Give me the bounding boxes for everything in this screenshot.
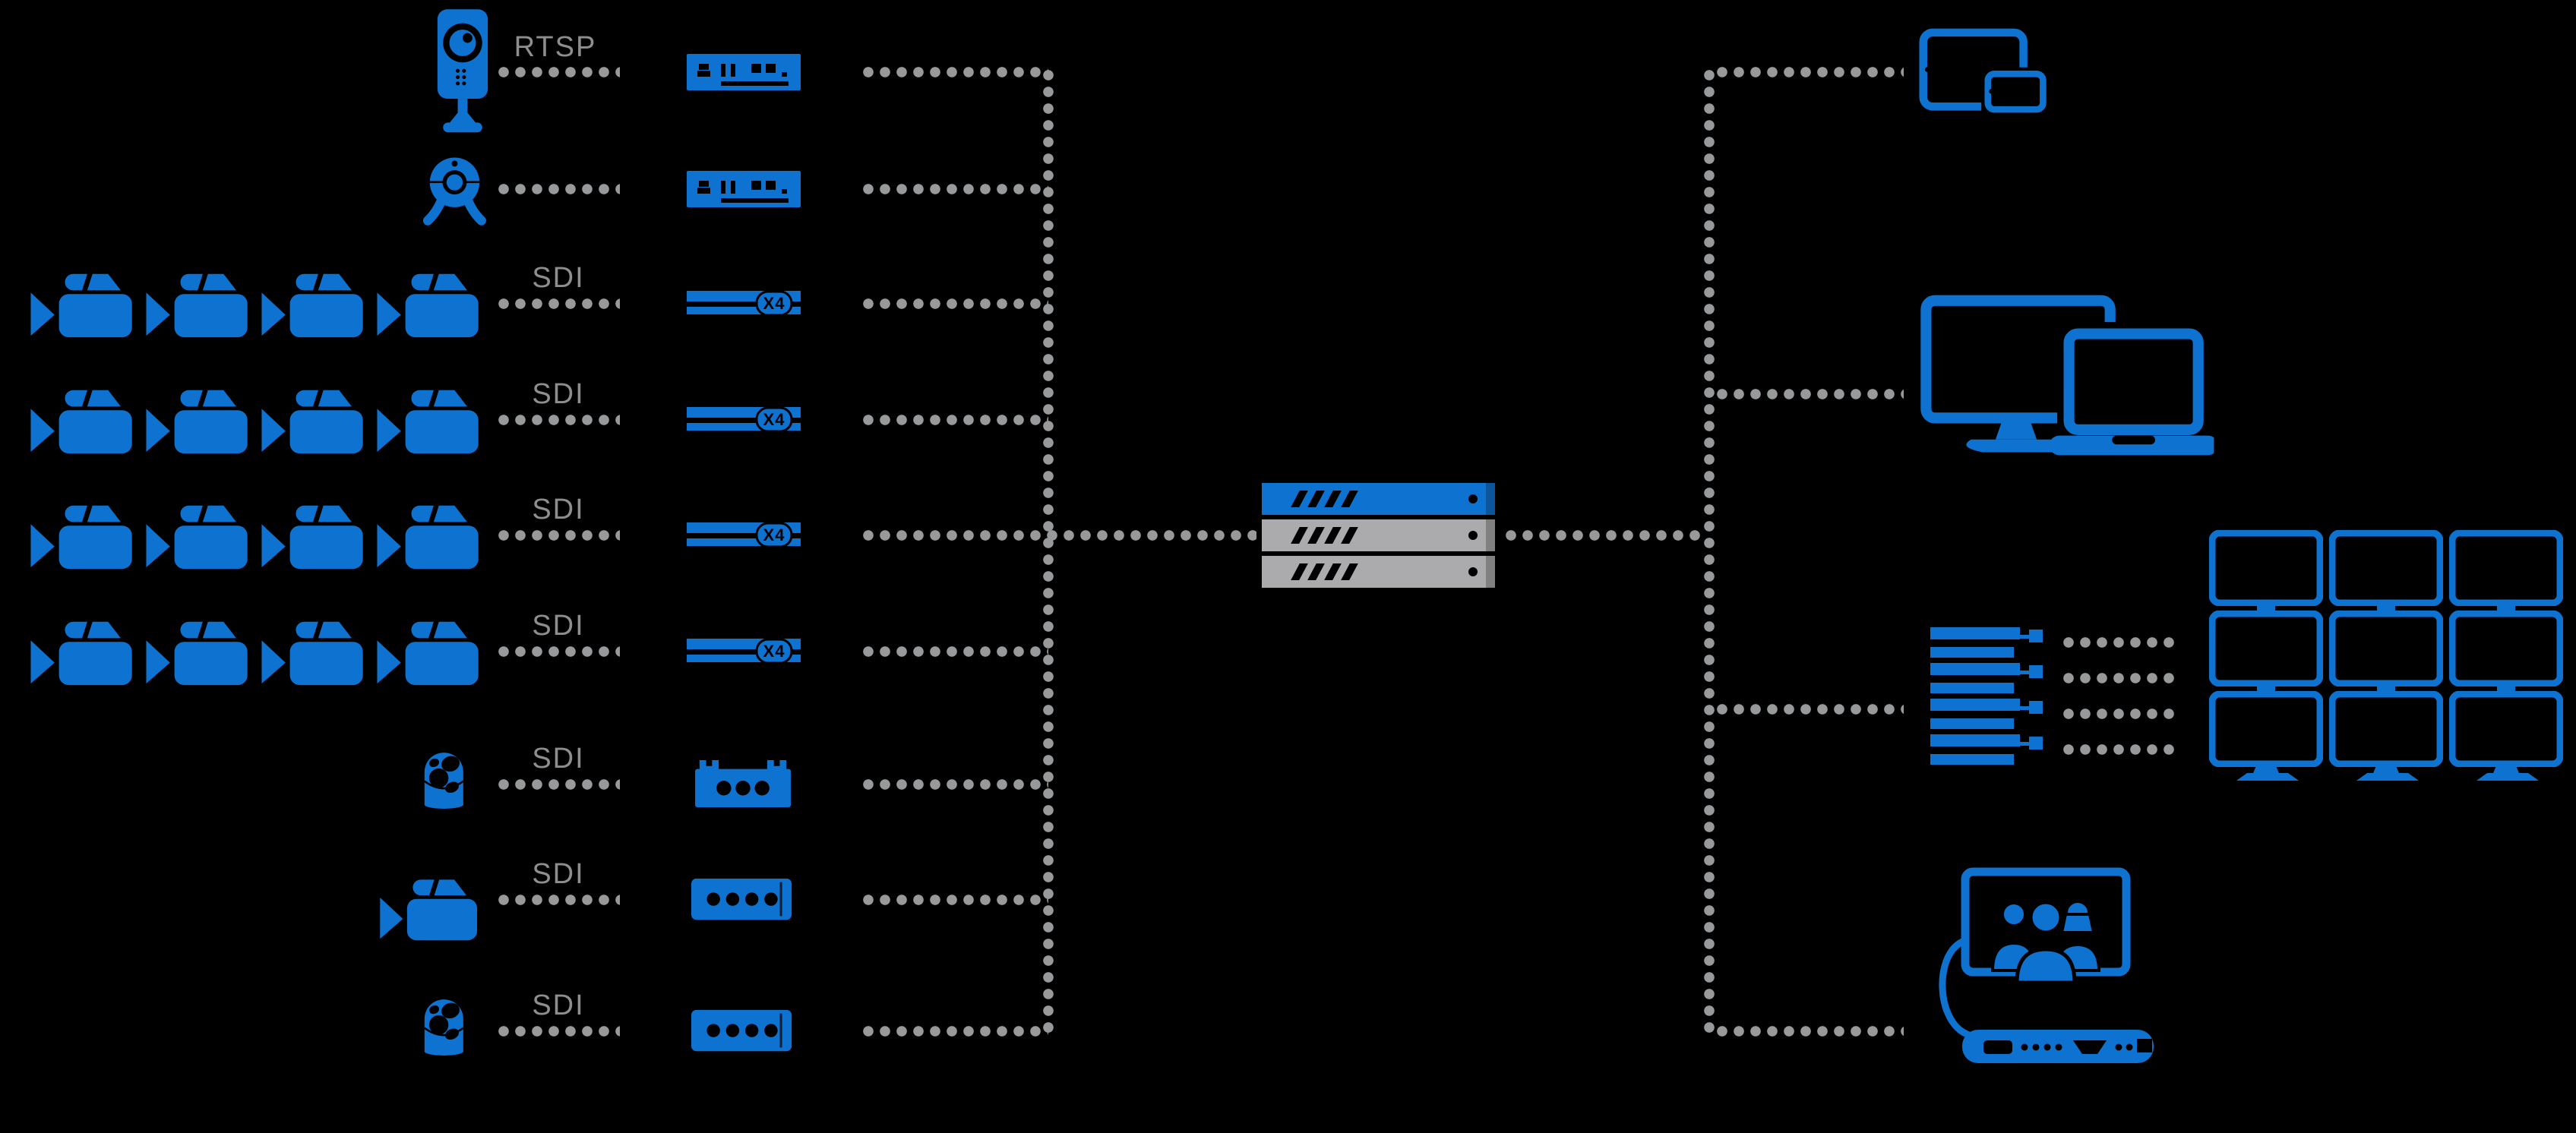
video-wall-monitor-icon: [2212, 533, 2560, 781]
dotted-link: [860, 894, 1048, 906]
dotted-link: [1714, 1025, 1904, 1037]
dotted-link: [495, 414, 620, 426]
sdi-camera-icon: [258, 382, 369, 456]
protocol-label-sdi: SDI: [532, 494, 585, 525]
dotted-link: [495, 66, 620, 78]
unit-shadow: [1486, 556, 1495, 588]
vent-slash: [1291, 563, 1308, 580]
dotted-link: [860, 645, 1048, 658]
dotted-link: [1714, 66, 1904, 78]
dotted-link: [2060, 672, 2174, 684]
video-conference-icon: [1928, 867, 2157, 1066]
decoder-unit-icon: [1930, 627, 2044, 658]
streaming-server: [1262, 483, 1495, 592]
dotted-link: [2060, 636, 2174, 649]
x4-badge: X4: [763, 410, 785, 429]
dotted-link: [495, 894, 620, 906]
vent-slash: [1341, 491, 1358, 507]
protocol-label-sdi: SDI: [532, 262, 585, 294]
sdi-camera-icon: [27, 382, 138, 456]
sdi-camera-icon: [374, 614, 485, 688]
decoder-unit-icon: [1930, 734, 2044, 765]
dotted-link: [495, 183, 620, 195]
dotted-link: [860, 66, 1048, 78]
server-unit: [1262, 519, 1495, 551]
protocol-label-sdi: SDI: [532, 378, 585, 410]
sdi-camera-icon: [143, 497, 254, 572]
webcam-icon: [410, 149, 504, 229]
left-bus-line: [1042, 67, 1054, 1037]
protocol-label-rtsp: RTSP: [514, 31, 597, 63]
power-led: [1468, 494, 1478, 503]
vent-slash: [1324, 491, 1342, 507]
vent-slash: [1324, 563, 1342, 580]
dotted-link: [495, 298, 620, 310]
sdi-camera-icon: [27, 497, 138, 572]
sdi-camera-icon: [27, 266, 138, 340]
dotted-link: [860, 414, 1048, 426]
mini-converter-icon: [695, 760, 791, 807]
dotted-link: [495, 529, 620, 541]
vent-slash: [1307, 491, 1325, 507]
dotted-link: [2060, 708, 2174, 720]
x4-badge: X4: [763, 642, 785, 661]
protocol-label-sdi: SDI: [532, 989, 585, 1021]
sdi-camera-icon: [258, 266, 369, 340]
sdi-camera-icon: [143, 266, 254, 340]
camcorder-icon: [380, 872, 480, 943]
unit-shadow: [1486, 519, 1495, 551]
server-unit: [1262, 556, 1495, 588]
power-led: [1468, 531, 1478, 540]
vent-slash: [1291, 527, 1308, 544]
protocol-label-sdi: SDI: [532, 743, 585, 775]
vent-slash: [1324, 527, 1342, 544]
tablet-phone-icon: [1919, 27, 2050, 131]
streaming-encoder-icon: [687, 171, 801, 207]
sdi-camera-icon: [143, 614, 254, 688]
x4-badge: X4: [763, 294, 785, 313]
sdi-camera-icon: [143, 382, 254, 456]
sdi-camera-icon: [374, 497, 485, 572]
streaming-encoder-icon: [687, 54, 801, 90]
unit-shadow: [1486, 483, 1495, 515]
dotted-link: [860, 529, 1256, 541]
x4-badge: X4: [763, 525, 785, 544]
ptz-dome-camera-icon: [410, 738, 482, 820]
sdi-camera-icon: [374, 266, 485, 340]
dotted-link: [860, 298, 1048, 310]
dotted-link: [860, 1025, 1048, 1037]
dotted-link: [495, 778, 620, 791]
sdi-camera-icon: [258, 497, 369, 572]
vent-slash: [1291, 491, 1308, 507]
mini-converter-icon: [691, 878, 795, 923]
vent-slash: [1341, 527, 1358, 544]
protocol-label-sdi: SDI: [532, 610, 585, 642]
decoder-unit-icon: [1930, 699, 2044, 729]
dotted-link: [1714, 703, 1904, 715]
video-wall: [2209, 530, 2566, 781]
sdi-camera-icon: [374, 382, 485, 456]
dotted-link: [860, 778, 1048, 791]
power-led: [1468, 567, 1478, 576]
dotted-link: [495, 645, 620, 658]
mini-converter-icon: [691, 1009, 795, 1055]
sdi-camera-icon: [258, 614, 369, 688]
dotted-link: [2060, 743, 2174, 756]
vent-slash: [1341, 563, 1358, 580]
vent-slash: [1307, 563, 1325, 580]
right-bus-line: [1703, 67, 1715, 1037]
vent-slash: [1307, 527, 1325, 544]
ip-camera-icon: [428, 6, 498, 140]
dotted-link: [1714, 388, 1904, 400]
server-unit: [1262, 483, 1495, 515]
desktop-laptop-icon: [1919, 295, 2215, 471]
dotted-link: [495, 1025, 620, 1037]
protocol-label-sdi: SDI: [532, 858, 585, 890]
dotted-link: [1503, 529, 1705, 541]
sdi-camera-icon: [27, 614, 138, 688]
ptz-dome-camera-icon: [410, 985, 482, 1067]
decoder-unit-icon: [1930, 663, 2044, 693]
dotted-link: [860, 183, 1048, 195]
